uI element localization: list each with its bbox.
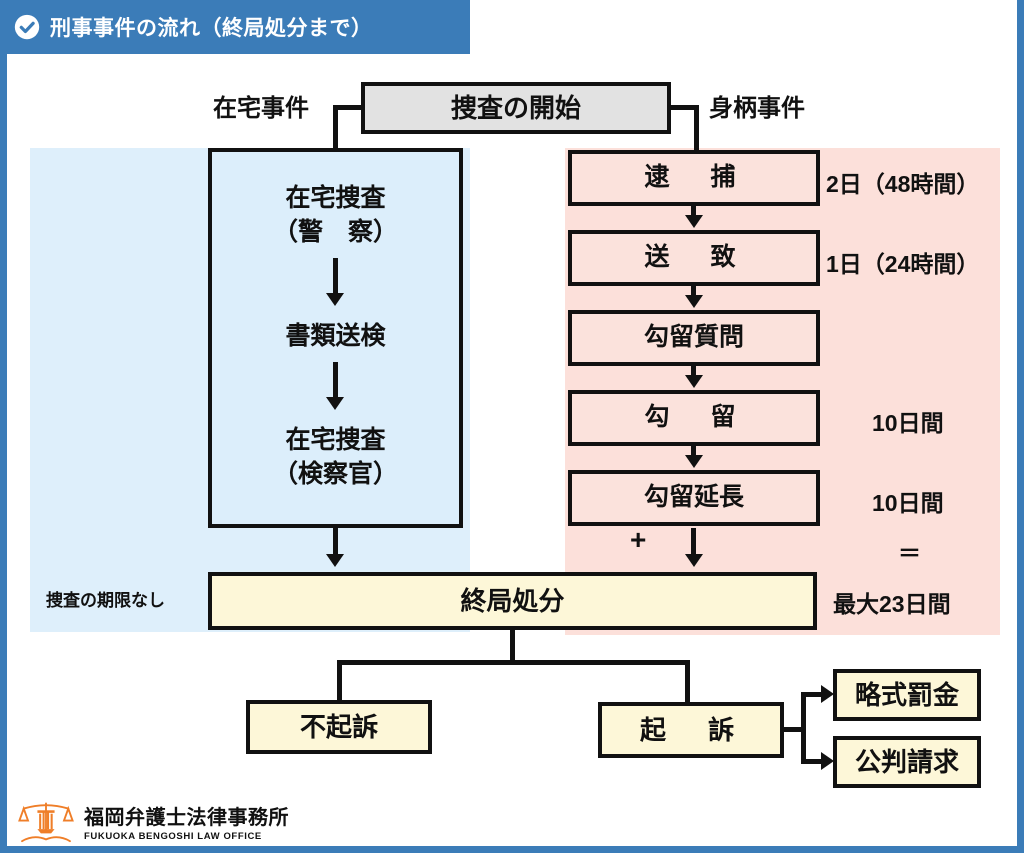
arrow-line-hearing-to-detention [691,366,696,380]
final-disposition-box[interactable]: 終局処分 [208,572,817,630]
connector-to-summary-fine [801,692,826,697]
duration-detention: 10日間 [872,410,944,436]
arrow-line-arrest-to-transfer [691,206,696,220]
step-box-detention-extension[interactable]: 勾留延長 [568,470,820,526]
no-investigation-deadline-label: 捜査の期限なし [46,591,165,610]
frame-border-bottom [0,846,1024,853]
arrow-head-referral-to-prosecutor [326,397,344,410]
firm-logo: 福岡弁護士法律事務所 FUKUOKA BENGOSHI LAW OFFICE [18,800,289,848]
result-box-public-trial[interactable]: 公判請求 [833,736,981,788]
frame-border-left [0,54,7,853]
firm-name-jp: 福岡弁護士法律事務所 [84,806,289,829]
page-title: 刑事事件の流れ（終局処分まで） [50,17,373,40]
connector-start-to-right-v [694,105,699,150]
step-box-detention-hearing[interactable]: 勾留質問 [568,310,820,366]
arrow-head-left-to-disposition [326,554,344,567]
arrow-line-police-to-referral [333,258,338,296]
arrow-line-left-to-disposition [333,528,338,558]
connector-prosecution-split [801,692,806,764]
connector-start-to-left-v [333,105,338,150]
step-box-arrest[interactable]: 逮 捕 [568,150,820,206]
branch-label-home-case: 在宅事件 [213,95,309,122]
arrow-head-right-to-disposition [685,554,703,567]
branch-label-custody-case: 身柄事件 [709,95,805,122]
title-bar: 刑事事件の流れ（終局処分まで） [0,0,470,54]
duration-detention-extension: 10日間 [872,490,944,516]
arrow-line-detention-to-extension [691,446,696,460]
document-referral-label: 書類送検 [285,322,386,350]
result-box-summary-fine[interactable]: 略式罰金 [833,669,981,721]
arrow-head-to-public-trial [821,752,834,770]
duration-transfer: 1日（24時間） [826,251,980,277]
firm-name-en: FUKUOKA BENGOSHI LAW OFFICE [84,830,262,842]
home-investigation-prosecutor-line2: （検察官） [272,460,398,488]
connector-to-public-trial [801,759,826,764]
arrow-line-right-to-disposition [691,528,696,558]
check-circle-icon [14,14,40,40]
arrow-head-detention-to-extension [685,455,703,468]
outcome-box-prosecution[interactable]: 起 訴 [598,702,784,758]
home-investigation-box[interactable]: 在宅捜査 （警 察） 書類送検 在宅捜査 （検察官） [208,148,463,528]
arrow-head-to-summary-fine [821,685,834,703]
connector-disposition-stem [510,630,515,664]
arrow-line-transfer-to-detention-hearing [691,286,696,300]
duration-total-max: 最大23日間 [833,591,951,617]
home-investigation-prosecutor-line1: 在宅捜査 [285,426,386,454]
arrow-head-arrest-to-transfer [685,215,703,228]
arrow-line-referral-to-prosecutor [333,362,338,400]
step-box-detention[interactable]: 勾 留 [568,390,820,446]
connector-disposition-split [337,660,690,665]
step-box-transfer[interactable]: 送 致 [568,230,820,286]
connector-to-non-prosecution [337,660,342,702]
scales-of-justice-icon [18,802,74,843]
home-investigation-police-line2: （警 察） [272,218,398,246]
connector-start-to-left-h [333,105,363,110]
duration-arrest: 2日（48時間） [826,171,980,197]
connector-prosecution-stem [784,727,806,732]
home-investigation-police-line1: 在宅捜査 [285,184,386,212]
arrow-head-transfer-to-detention-hearing [685,295,703,308]
start-box[interactable]: 捜査の開始 [361,82,671,134]
frame-border-right [1017,0,1024,853]
arrow-head-police-to-referral [326,293,344,306]
connector-to-prosecution [685,660,690,702]
equals-sign: ＝ [898,540,921,566]
outcome-box-non-prosecution[interactable]: 不起訴 [246,700,432,754]
plus-sign: + [630,524,647,555]
connector-start-to-right-h [669,105,699,110]
arrow-head-hearing-to-detention [685,375,703,388]
